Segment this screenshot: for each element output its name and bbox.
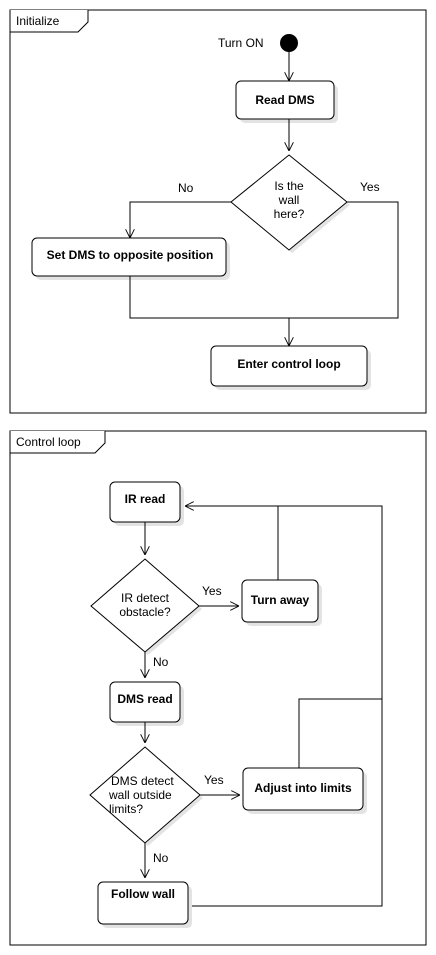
adjust-node	[242, 767, 364, 811]
wall-decision-line-3: here?	[274, 207, 305, 221]
adjust-label: Adjust into limits	[254, 781, 352, 795]
dms-decision-line-1: DMS detect	[111, 774, 174, 788]
control-loop-frame: Control loop IR read IR detect obstacle?…	[9, 430, 427, 946]
follow-wall-label: Follow wall	[111, 887, 175, 901]
edge-follow-wall-loop-back	[185, 506, 383, 907]
dms-read-label: DMS read	[117, 692, 172, 706]
initialize-frame: Initialize Turn ON Read DMS Is the wall …	[9, 9, 427, 414]
enter-loop-node	[210, 345, 368, 387]
dms-decision-line-2: wall outside	[108, 788, 172, 802]
set-dms-label: Set DMS to opposite position	[47, 248, 214, 262]
ir-decision-line-2: obstacle?	[119, 605, 171, 619]
edge-adjust-loop-back	[298, 698, 382, 768]
dms-decision-line-3: limits?	[109, 802, 143, 816]
no-label: No	[178, 181, 194, 195]
start-node	[280, 34, 298, 52]
read-dms-node	[235, 80, 335, 120]
control-loop-frame-tab	[9, 431, 106, 454]
control-loop-frame-title: Control loop	[16, 435, 81, 449]
edge-yes-to-merge	[289, 201, 399, 319]
yes-label: Yes	[360, 180, 380, 194]
initialize-frame-border	[9, 9, 427, 414]
initialize-frame-title: Initialize	[16, 14, 60, 28]
dms-no-label: No	[153, 851, 169, 865]
dms-yes-label: Yes	[204, 773, 224, 787]
set-dms-node	[31, 237, 227, 277]
initialize-frame-tab	[9, 10, 89, 33]
start-label: Turn ON	[218, 36, 264, 50]
enter-loop-label: Enter control loop	[237, 357, 340, 371]
wall-decision-line-1: Is the	[274, 179, 304, 193]
ir-no-label: No	[153, 655, 169, 669]
ir-decision-line-1: IR detect	[121, 591, 170, 605]
edge-set-dms-to-merge	[129, 276, 289, 319]
wall-decision-line-2: wall	[278, 193, 300, 207]
ir-read-label: IR read	[125, 492, 166, 506]
read-dms-label: Read DMS	[255, 93, 314, 107]
wall-decision-node	[230, 154, 348, 251]
edge-no-to-set-dms	[130, 201, 231, 238]
control-loop-frame-border	[9, 430, 427, 946]
ir-yes-label: Yes	[202, 584, 222, 598]
turn-away-label: Turn away	[251, 593, 310, 607]
turn-away-node	[241, 579, 319, 623]
follow-wall-node	[97, 881, 189, 925]
